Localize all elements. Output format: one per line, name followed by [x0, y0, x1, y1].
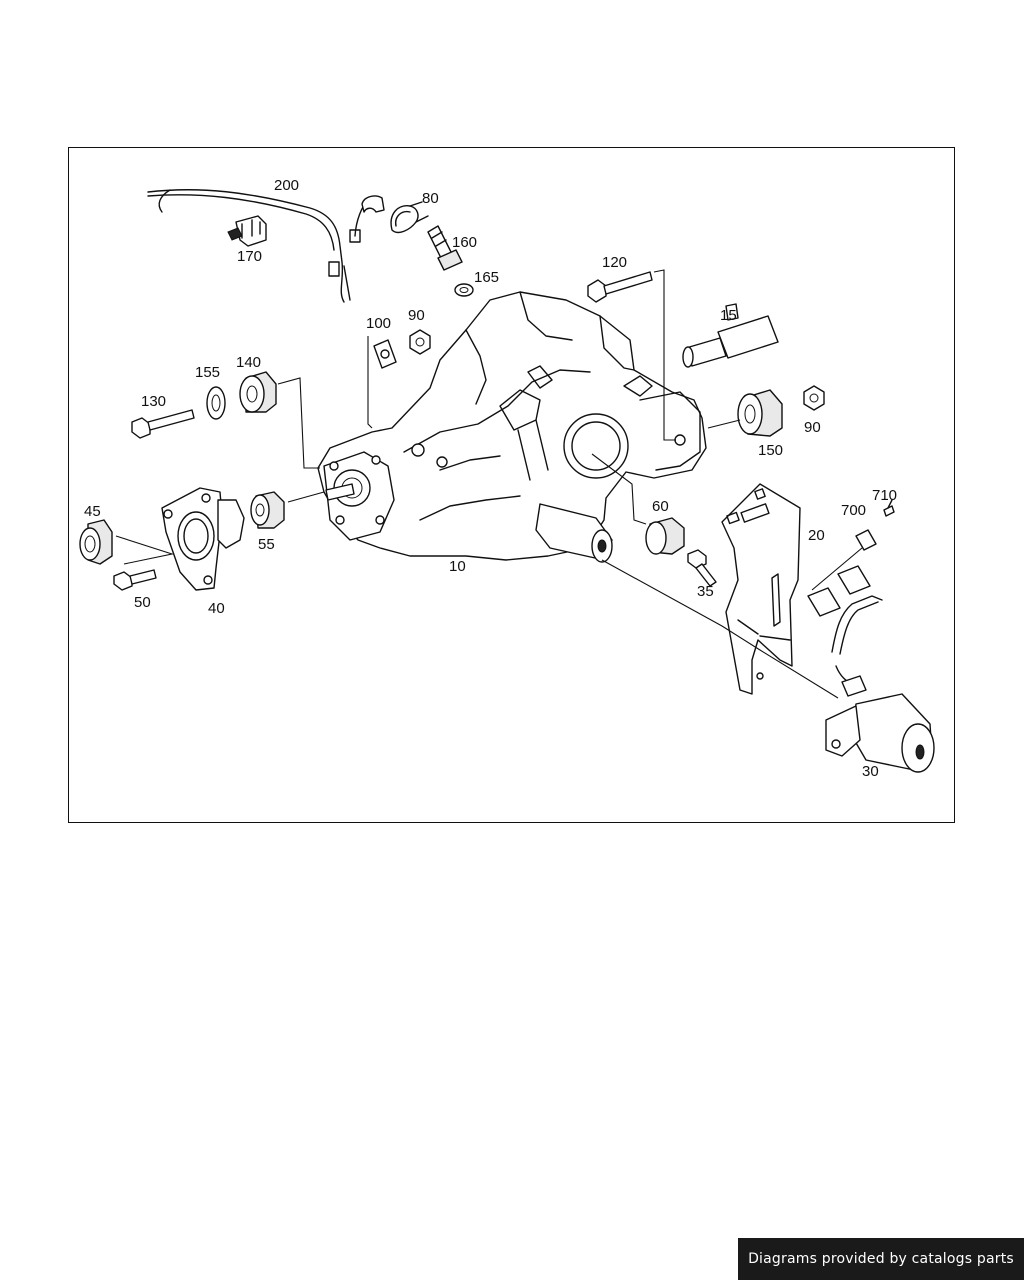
part-155-washer	[206, 386, 226, 420]
part-700-connector	[855, 529, 877, 551]
part-50-bolt	[113, 569, 157, 591]
part-60-rubber-mount	[645, 517, 685, 555]
footer-credit-badge: Diagrams provided by catalogs parts	[738, 1238, 1024, 1280]
callout-10: 10	[449, 558, 466, 575]
part-30-actuator-motor	[807, 565, 935, 773]
callout-710: 710	[872, 487, 897, 504]
callout-200: 200	[274, 177, 299, 194]
part-15-shaft	[682, 303, 779, 368]
part-90-nut-right	[803, 385, 825, 411]
callout-155: 155	[195, 364, 220, 381]
leader-lines	[115, 269, 863, 699]
part-165-seal	[454, 283, 474, 297]
part-200-wiring-harness	[147, 189, 385, 303]
part-100-bracket-plate	[373, 339, 397, 369]
actuator-on-housing	[535, 503, 613, 563]
part-90-nut-upper	[409, 329, 431, 355]
callout-140: 140	[236, 354, 261, 371]
callout-20: 20	[808, 527, 825, 544]
part-130-bolt	[131, 409, 195, 439]
footer-credit-text: Diagrams provided by catalogs parts	[748, 1251, 1014, 1267]
part-10-differential-housing	[317, 291, 707, 561]
part-45-collar-nut	[79, 519, 113, 565]
part-140-rubber-mount	[239, 371, 277, 413]
part-160-breather	[427, 225, 463, 271]
callout-15: 15	[720, 307, 737, 324]
callout-90-upper: 90	[408, 307, 425, 324]
part-20-bracket	[721, 483, 801, 695]
callout-40: 40	[208, 600, 225, 617]
part-170-clip	[227, 215, 267, 247]
callout-labels: 10 15 20 30 35 40 45 50 55 60 80 90 90 1…	[84, 177, 897, 780]
callout-50: 50	[134, 594, 151, 611]
part-710-pin	[883, 499, 895, 517]
callout-35: 35	[697, 583, 714, 600]
part-55-sleeve	[250, 491, 285, 529]
callout-100: 100	[366, 315, 391, 332]
part-150-rubber-mount	[737, 389, 783, 437]
callout-30: 30	[862, 763, 879, 780]
part-35-bolt	[687, 549, 717, 587]
part-40-flange	[161, 487, 245, 591]
callout-170: 170	[237, 248, 262, 265]
callout-55: 55	[258, 536, 275, 553]
part-80-vent-hose	[390, 201, 429, 234]
callout-90-right: 90	[804, 419, 821, 436]
part-120-bolt	[587, 271, 653, 303]
callout-130: 130	[141, 393, 166, 410]
callout-165: 165	[474, 269, 499, 286]
diagram-frame	[68, 147, 955, 823]
callout-45: 45	[84, 503, 101, 520]
callout-160: 160	[452, 234, 477, 251]
callout-80: 80	[422, 190, 439, 207]
callout-150: 150	[758, 442, 783, 459]
callout-60: 60	[652, 498, 669, 515]
callout-120: 120	[602, 254, 627, 271]
callout-700: 700	[841, 502, 866, 519]
